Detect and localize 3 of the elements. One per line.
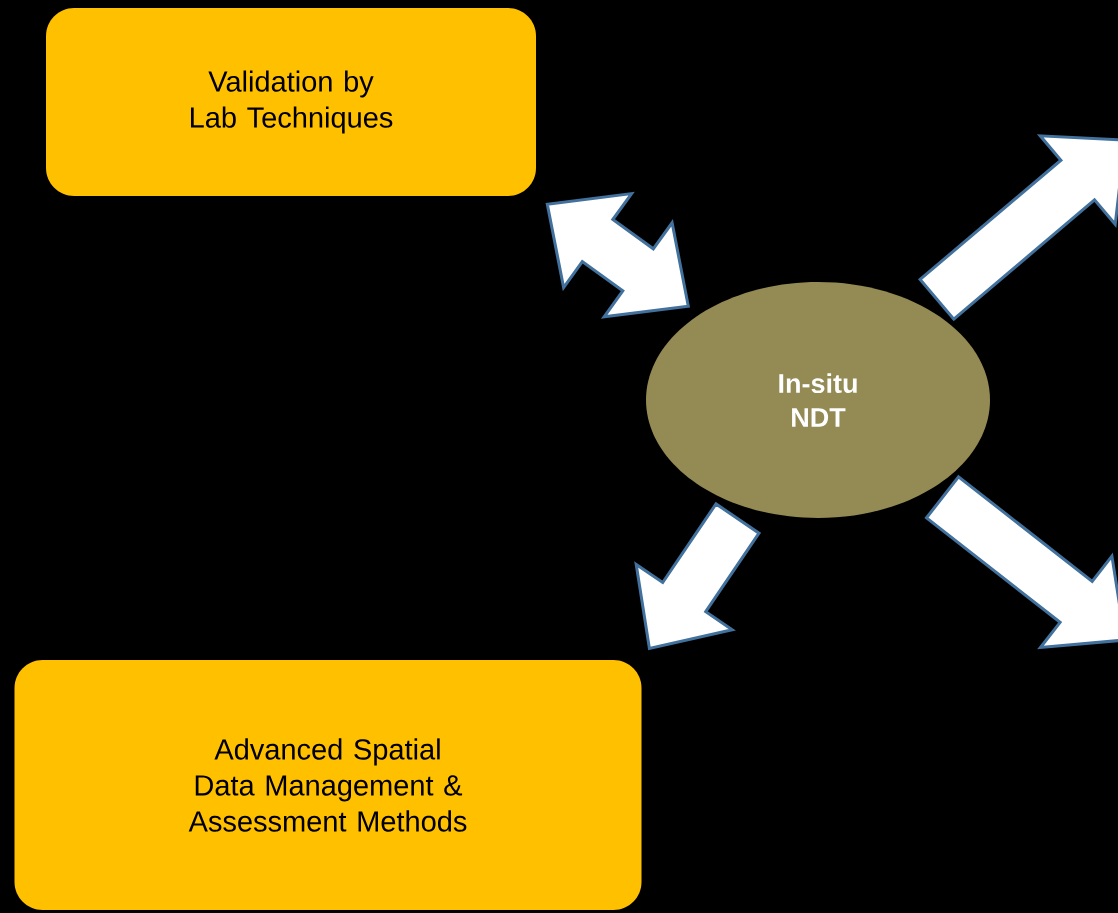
ellipse-node: In-situ NDT xyxy=(646,282,990,518)
rounded-box: Validation by Lab Techniques xyxy=(46,8,536,196)
rounded-box: Advanced Spatial Data Management & Assessment Methods xyxy=(14,660,642,910)
